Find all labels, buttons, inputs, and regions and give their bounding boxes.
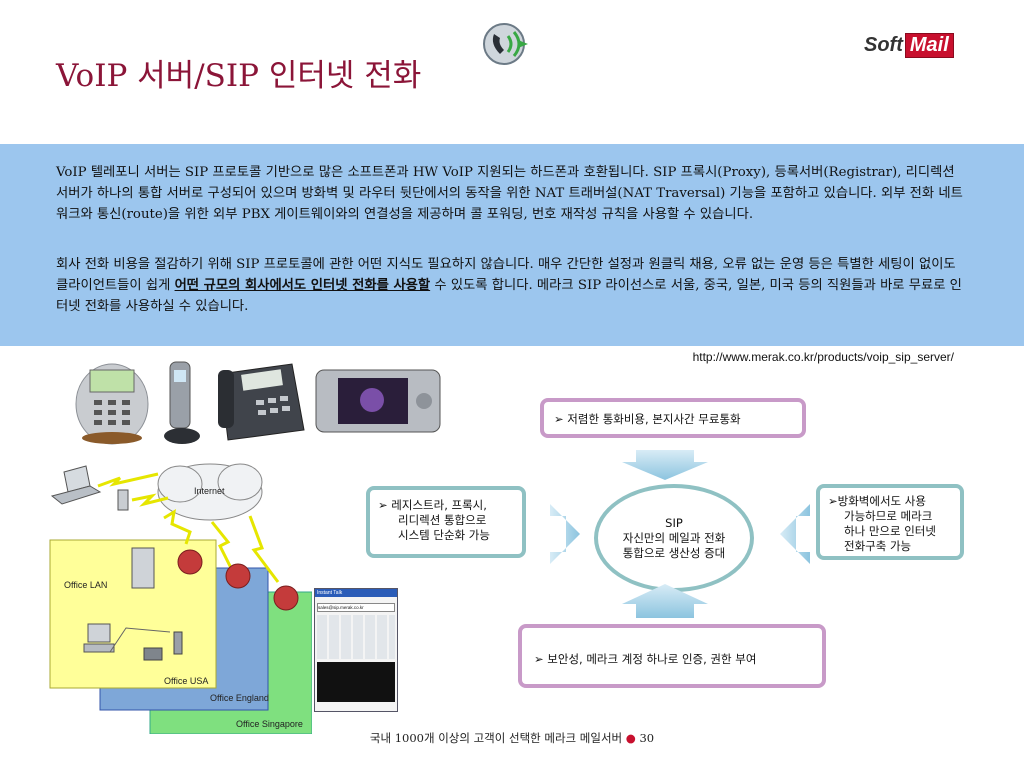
logo-mail-text: Mail bbox=[904, 32, 954, 58]
top-benefit-text: 저렴한 통화비용, 본지사간 무료통화 bbox=[567, 412, 741, 426]
desktop-computer-icon bbox=[83, 623, 115, 653]
softphone-title: Instant Talk bbox=[315, 589, 397, 597]
right-line-1: ➢방화벽에서도 사용 bbox=[828, 494, 926, 508]
right-benefit-box: ➢방화벽에서도 사용 가능하므로 메라크 하나 만으로 인터넷 전화구축 가능 bbox=[816, 484, 964, 560]
bullet-icon: ➢ bbox=[554, 412, 564, 426]
conference-phone-icon bbox=[75, 363, 149, 445]
device-photos bbox=[75, 361, 441, 445]
arrow-left-icon bbox=[780, 504, 810, 564]
left-line-3: 시스템 단순화 가능 bbox=[398, 528, 490, 542]
bottom-benefit-box: ➢ 보안성, 메라크 계정 하나로 인증, 권한 부여 bbox=[518, 624, 826, 688]
right-line-3: 하나 만으로 인터넷 bbox=[844, 524, 936, 538]
intro-paragraph-2: 회사 전화 비용을 절감하기 위해 SIP 프로토콜에 관한 어떤 지식도 필요… bbox=[56, 254, 968, 317]
label-office-singapore: Office Singapore bbox=[236, 719, 303, 729]
description-band: VoIP 텔레포니 서버는 SIP 프로토콜 기반으로 많은 소프트폰과 HW … bbox=[0, 144, 1024, 346]
router-icon-3 bbox=[273, 585, 299, 611]
network-diagram: Internet Office LAN Office USA Office En… bbox=[49, 463, 312, 734]
top-benefit-box: ➢ 저렴한 통화비용, 본지사간 무료통화 bbox=[540, 398, 806, 438]
footer-text: 국내 1000개 이상의 고객이 선택한 메라크 메일서버 bbox=[369, 731, 623, 745]
intro-p2-before: 회사 전화 비용을 절감하기 위해 SIP 프로토콜에 관한 어떤 지식도 필요… bbox=[56, 257, 956, 293]
intro-paragraph-1: VoIP 텔레포니 서버는 SIP 프로토콜 기반으로 많은 소프트폰과 HW … bbox=[56, 165, 963, 222]
desk-phone-icon bbox=[218, 363, 305, 441]
softphone-address: sales@sip.merak.co.kr bbox=[317, 603, 395, 612]
arrow-down-icon bbox=[622, 450, 708, 480]
intro-p2-emphasis: 어떤 규모의 회사에서도 인터넷 전화를 사용할 bbox=[174, 278, 431, 293]
bottom-benefit-text: 보안성, 메라크 계정 하나로 인증, 권한 부여 bbox=[547, 652, 757, 666]
sip-center-ellipse: SIP 자신만의 메일과 전화 통합으로 생산성 증대 bbox=[594, 484, 754, 592]
logo-soft-text: Soft bbox=[864, 33, 903, 56]
handset-icon bbox=[173, 631, 183, 655]
label-office-england: Office England bbox=[210, 693, 269, 703]
label-office-usa: Office USA bbox=[164, 676, 208, 686]
arrow-right-icon bbox=[550, 504, 580, 564]
cordless-phone-icon bbox=[164, 361, 200, 444]
right-line-4: 전화구축 가능 bbox=[844, 539, 912, 553]
mobile-phone-icon bbox=[117, 489, 129, 511]
arrow-up-icon bbox=[622, 584, 708, 618]
softphone-log bbox=[317, 662, 395, 702]
server-icon bbox=[131, 547, 155, 589]
left-benefit-box: ➢ 레지스트라, 프록시, 리디렉션 통합으로 시스템 단순화 가능 bbox=[366, 486, 526, 558]
softphone-keypad bbox=[317, 615, 395, 659]
right-line-2: 가능하므로 메라크 bbox=[844, 509, 933, 523]
bullet-icon: ➢ bbox=[828, 494, 838, 508]
smartphone-icon bbox=[315, 369, 441, 433]
center-line-2: 자신만의 메일과 전화 bbox=[622, 531, 726, 545]
page-title: VoIP 서버/SIP 인터넷 전화 bbox=[56, 58, 422, 94]
bullet-icon: ➢ bbox=[534, 652, 544, 666]
softphone-window: Instant Talk sales@sip.merak.co.kr bbox=[314, 588, 398, 712]
laptop-icon bbox=[50, 465, 102, 505]
footer-dot-icon: ● bbox=[625, 731, 636, 745]
center-line-3: 통합으로 생산성 증대 bbox=[622, 546, 726, 560]
router-icon-2 bbox=[225, 563, 251, 589]
diagram-arrows bbox=[550, 450, 810, 618]
ip-phone-icon bbox=[143, 647, 163, 661]
label-office-lan: Office LAN bbox=[64, 580, 107, 590]
footer: 국내 1000개 이상의 고객이 선택한 메라크 메일서버 ● 30 bbox=[0, 730, 1024, 746]
left-line-1: ➢ 레지스트라, 프록시, bbox=[378, 498, 487, 512]
voip-phone-icon bbox=[483, 23, 528, 65]
router-icon-1 bbox=[177, 549, 203, 575]
product-url[interactable]: http://www.merak.co.kr/products/voip_sip… bbox=[692, 350, 954, 364]
label-internet: Internet bbox=[194, 486, 225, 496]
center-line-1: SIP bbox=[665, 516, 683, 530]
internet-cloud-icon bbox=[157, 463, 263, 521]
intro-p2-after: 수 있도록 합니다. 메라크 SIP 라이선스로 서울, 중국, 일본, 미국 … bbox=[56, 278, 962, 314]
left-line-2: 리디렉션 통합으로 bbox=[398, 513, 487, 527]
page-number: 30 bbox=[639, 731, 655, 745]
bullet-icon: ➢ bbox=[378, 498, 388, 512]
